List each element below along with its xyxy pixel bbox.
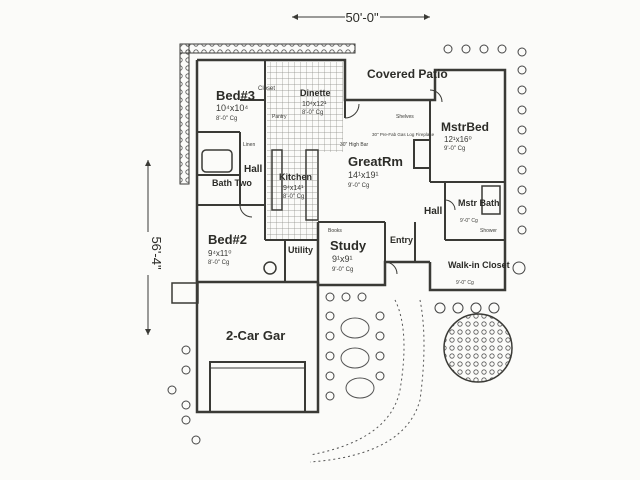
walkway — [309, 299, 425, 463]
bed3-label: Bed#3 — [216, 88, 255, 103]
interior-walls — [197, 60, 505, 282]
greatrm-ceiling: 9'-0" Cg — [348, 183, 369, 189]
room-labels: Bed#3 10⁴x10⁴ 8'-0" Cg Closet Dinette 10… — [208, 67, 510, 343]
garage-label: 2-Car Gar — [226, 328, 285, 343]
shower-label: Shower — [480, 228, 497, 234]
width-dimension: 50'-0" — [292, 10, 430, 25]
study-label: Study — [330, 238, 367, 253]
kitchen-size: 9⁴x14¹ — [283, 185, 304, 192]
master-label: MstrBed — [441, 120, 489, 134]
tree — [443, 313, 513, 383]
mstrbath-ceiling: 9'-0" Cg — [460, 218, 478, 224]
walkin-label: Walk-in Closet — [448, 260, 510, 270]
bed3-size: 10⁴x10⁴ — [216, 103, 248, 113]
greatrm-label: GreatRm — [348, 154, 403, 169]
bed3-ceiling: 8'-0" Cg — [216, 116, 237, 122]
kitchen-counters — [271, 149, 319, 221]
entry-label: Entry — [390, 235, 413, 245]
utility-label: Utility — [288, 245, 313, 255]
garage-stoop — [171, 282, 199, 304]
bed2-ceiling: 8'-0" Cg — [208, 260, 229, 266]
dinette-ceiling: 8'-0" Cg — [302, 110, 323, 116]
master-ceiling: 9'-0" Cg — [444, 146, 465, 152]
kitchen-label: Kitchen — [279, 172, 312, 182]
garden-wall — [179, 43, 356, 185]
garage-door — [209, 361, 306, 413]
dinette-size: 10⁴x12¹ — [302, 101, 327, 108]
kitchen-ceiling: 8'-0" Cg — [283, 194, 304, 200]
shrubs — [167, 44, 527, 445]
planter-bed — [340, 317, 375, 399]
water-heater — [263, 261, 277, 275]
study-ceiling: 9'-0" Cg — [332, 267, 353, 273]
fireplace — [413, 139, 431, 169]
study-size: 9¹x9¹ — [332, 254, 353, 264]
depth-dimension: 56'-4" — [145, 160, 164, 335]
depth-label: 56'-4" — [149, 236, 164, 270]
closet-label: Closet — [258, 86, 275, 92]
patio-label: Covered Patio — [367, 67, 448, 81]
kitchen-floor — [267, 152, 317, 240]
bathtwo-label: Bath Two — [212, 178, 252, 188]
master-size: 12¹x16⁰ — [444, 135, 472, 144]
width-label: 50'-0" — [345, 10, 379, 25]
fireplace-label: 30" Pre-Fab Gas Log Fireplace — [372, 132, 435, 137]
hall-label: Hall — [244, 164, 263, 175]
walkin-ceiling: 9'-0" Cg — [456, 280, 474, 286]
bed2-size: 9⁴x11⁰ — [208, 249, 231, 258]
bar-label: 30" High Bar — [340, 142, 369, 148]
shelves-label: Shelves — [396, 114, 414, 120]
pantry-label: Pantry — [272, 114, 287, 120]
linen-label: Linen — [243, 142, 255, 148]
bed2-label: Bed#2 — [208, 232, 247, 247]
greatrm-size: 14¹x19¹ — [348, 170, 379, 180]
mstrbath-label: Mstr Bath — [458, 198, 500, 208]
dinette-floor — [267, 62, 343, 152]
hall2-label: Hall — [424, 206, 443, 217]
door-swings — [239, 89, 456, 275]
bathtub — [201, 149, 233, 173]
master-tub — [481, 185, 501, 215]
books-label: Books — [328, 228, 342, 234]
dinette-label: Dinette — [300, 88, 331, 98]
